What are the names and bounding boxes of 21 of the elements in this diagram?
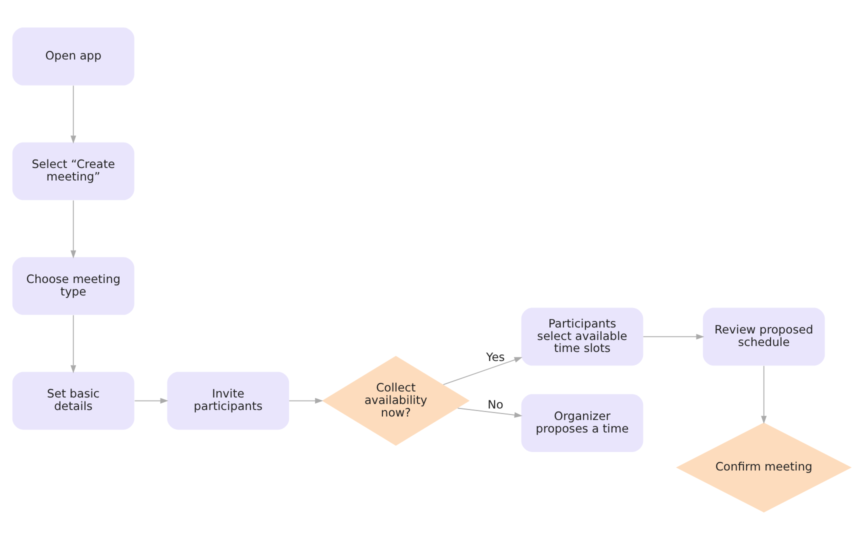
arrow [457, 408, 522, 418]
arrow [642, 334, 704, 340]
node-diamond: Confirm meeting [676, 422, 852, 512]
node-box: Participants select available time slots [521, 308, 644, 366]
arrow [761, 365, 767, 424]
node-box: Choose meeting type [12, 257, 134, 315]
arrow [134, 398, 168, 404]
arrow [70, 85, 76, 144]
node-box: Invite participants [167, 372, 290, 430]
edge-label: No [488, 397, 504, 412]
arrow [70, 314, 76, 374]
arrow [70, 200, 76, 258]
node-box: Organizer proposes a time [521, 394, 644, 452]
node-box: Review proposed schedule [702, 308, 825, 366]
edge-label: Yes [486, 350, 505, 364]
node-box: Set basic details [12, 372, 134, 430]
arrow [288, 398, 324, 404]
arrow [442, 357, 522, 386]
node-diamond: Collect availability now? [322, 356, 470, 446]
node-box: Select “Create meeting” [12, 142, 134, 200]
node-box: Open app [12, 28, 134, 86]
